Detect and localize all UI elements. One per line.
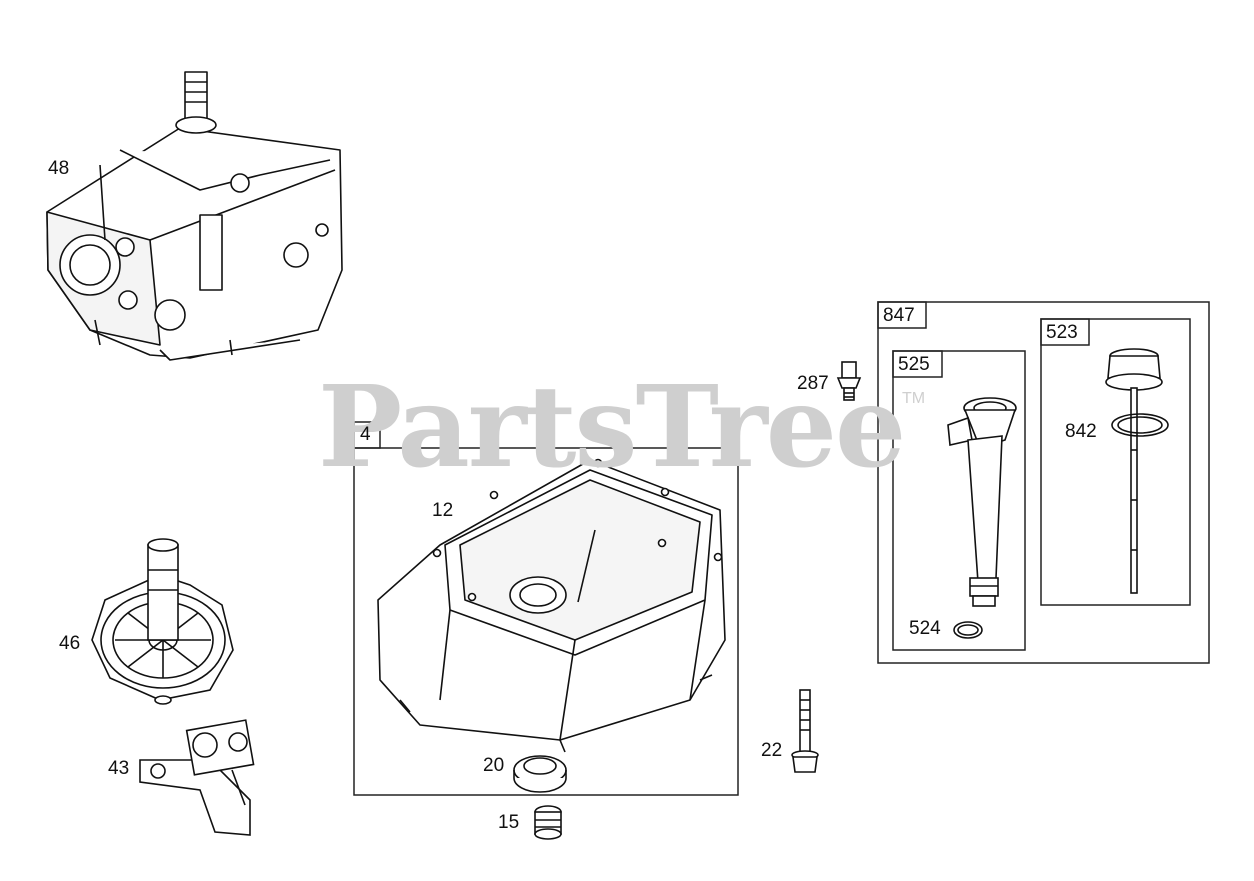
plug-part[interactable] bbox=[534, 805, 562, 840]
callout-46[interactable]: 46 bbox=[59, 633, 81, 654]
callout-524[interactable]: 524 bbox=[909, 618, 941, 639]
partstree-watermark: PartsTree bbox=[318, 362, 906, 493]
oil-seal-part[interactable] bbox=[513, 755, 567, 793]
governor-bracket-part[interactable] bbox=[139, 719, 255, 836]
kit-box-523 bbox=[1040, 318, 1191, 606]
o-ring-524-part[interactable] bbox=[953, 621, 983, 639]
kit-box-525 bbox=[892, 350, 1026, 651]
callout-287[interactable]: 287 bbox=[797, 373, 829, 394]
callout-48[interactable]: 48 bbox=[48, 158, 70, 179]
box-label-847: 847 bbox=[883, 305, 915, 326]
crankcase-cover-part[interactable] bbox=[377, 458, 726, 753]
box-label-525: 525 bbox=[898, 354, 930, 375]
kit-box-847 bbox=[877, 301, 1210, 664]
bolt-part[interactable] bbox=[791, 689, 819, 773]
o-ring-842-part[interactable] bbox=[1111, 413, 1169, 437]
dipstick-tube-part[interactable] bbox=[947, 397, 1017, 607]
kit-box-523-tag bbox=[1040, 318, 1090, 346]
callout-43[interactable]: 43 bbox=[108, 758, 130, 779]
callout-22[interactable]: 22 bbox=[761, 740, 783, 761]
callout-15[interactable]: 15 bbox=[498, 812, 520, 833]
callout-12[interactable]: 12 bbox=[432, 500, 454, 521]
dipstick-part[interactable] bbox=[1105, 348, 1163, 594]
trademark-mark: TM bbox=[902, 390, 926, 407]
box-label-4: 4 bbox=[360, 424, 371, 445]
kit-box-525-tag bbox=[892, 350, 943, 378]
callout-842[interactable]: 842 bbox=[1065, 421, 1097, 442]
cam-gear-part[interactable] bbox=[91, 538, 234, 705]
stud-part[interactable] bbox=[836, 361, 862, 401]
callout-20[interactable]: 20 bbox=[483, 755, 505, 776]
kit-box-847-tag bbox=[877, 301, 927, 329]
cylinder-block-part[interactable] bbox=[46, 71, 343, 361]
kit-box-4-tag bbox=[353, 421, 381, 449]
box-label-523: 523 bbox=[1046, 322, 1078, 343]
kit-box-4 bbox=[353, 447, 739, 796]
